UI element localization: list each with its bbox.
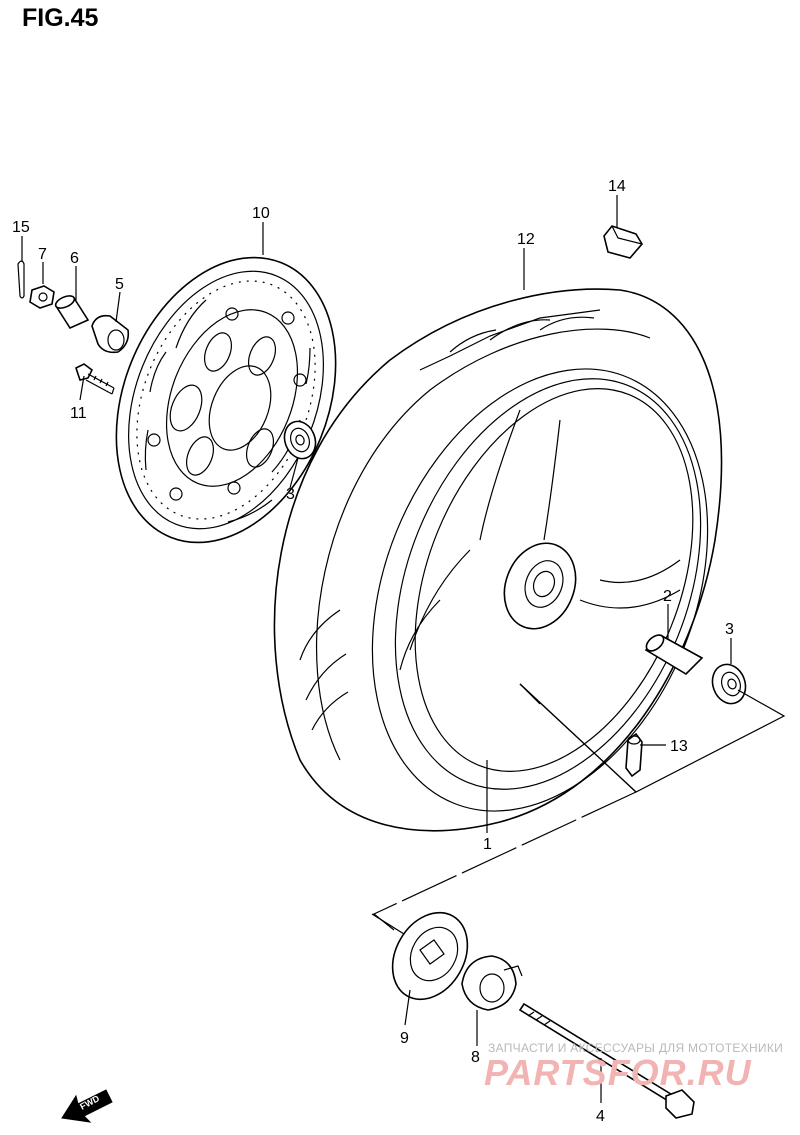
speedometer-plate [391, 911, 469, 1001]
cotter-pin [17, 260, 25, 299]
callout-15: 15 [12, 219, 30, 236]
callout-3-disc: 3 [286, 486, 295, 503]
valve-cap [603, 225, 643, 259]
callout-numbers: 1 2 3 3 4 5 6 7 8 9 10 11 12 13 14 15 [12, 178, 734, 1125]
figure-title: FIG.45 [22, 4, 99, 32]
watermark-subtitle: ЗАПЧАСТИ И АКСЕССУАРЫ ДЛЯ МОТОТЕХНИКИ [488, 1041, 784, 1055]
callout-1: 1 [483, 836, 492, 853]
leader-lines [21, 195, 786, 1103]
spacer-collar [54, 295, 90, 330]
watermark-brand: PARTSFOR.RU [484, 1052, 752, 1093]
callout-10: 10 [252, 205, 270, 222]
brake-disc [115, 256, 337, 544]
forward-arrow: FWD [61, 1089, 113, 1123]
disc-bolt [75, 363, 115, 395]
wheel-spacer [91, 314, 130, 354]
front-axle [518, 1002, 695, 1119]
callout-11: 11 [70, 405, 87, 422]
callout-9: 9 [400, 1030, 409, 1047]
speedometer-gearbox [461, 955, 523, 1011]
callout-8: 8 [471, 1049, 480, 1066]
callout-7: 7 [38, 246, 47, 263]
callout-14: 14 [608, 178, 626, 195]
wheel-bearing-right [711, 663, 747, 705]
tire-valve [625, 732, 643, 778]
callout-2: 2 [663, 588, 672, 605]
hub-spacer [644, 634, 704, 676]
wheel-bearing-left [283, 420, 317, 460]
axle-nut [29, 285, 55, 309]
callout-12: 12 [517, 231, 535, 248]
front-tire [273, 288, 723, 832]
callout-5: 5 [115, 276, 124, 293]
callout-13: 13 [670, 738, 688, 755]
callout-4: 4 [596, 1108, 605, 1125]
callout-3-right: 3 [725, 621, 734, 638]
callout-6: 6 [70, 250, 79, 267]
wheel-rim [371, 368, 709, 812]
